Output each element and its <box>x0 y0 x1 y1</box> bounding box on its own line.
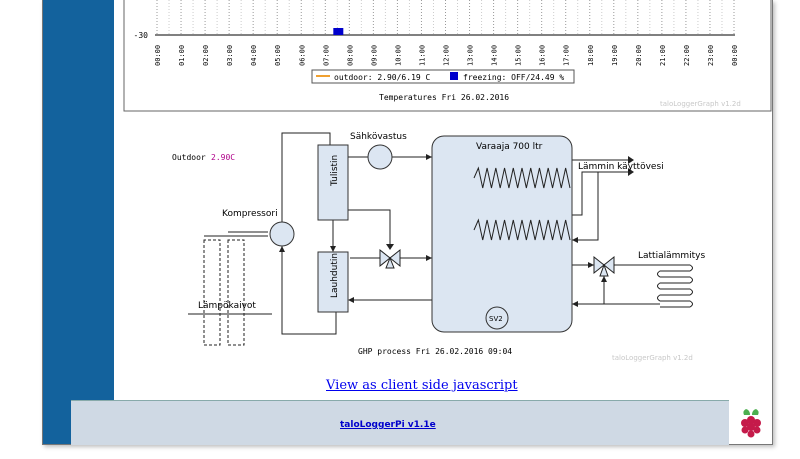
compressor-label: Kompressori <box>222 209 278 219</box>
x-tick-label: 17:00 <box>563 45 571 66</box>
outdoor-label: Outdoor <box>172 153 206 162</box>
x-tick-label: 20:00 <box>635 45 643 66</box>
process-watermark: taloLoggerGraph v1.2d <box>612 354 693 362</box>
x-tick-label: 02:00 <box>202 45 210 66</box>
legend-freezing-label: freezing: OFF/24.49 % <box>463 73 564 82</box>
x-tick-label: 00:00 <box>154 45 162 66</box>
x-tick-label: 10:00 <box>394 45 402 66</box>
x-tick-label: 23:00 <box>707 45 715 66</box>
outdoor-value: 2.90C <box>211 153 235 162</box>
condenser-label: Lauhdutin <box>330 253 340 298</box>
chart-watermark: taloLoggerGraph v1.2d <box>660 100 741 108</box>
legend-outdoor-label: outdoor: 2.90/6.19 C <box>334 73 431 82</box>
client-js-link[interactable]: View as client side javascript <box>326 378 518 393</box>
floor-heating-label: Lattialämmitys <box>638 251 706 261</box>
legend-freezing-marker <box>450 72 458 80</box>
floor-valve-icon <box>593 255 615 277</box>
sv2-label: SV2 <box>489 315 503 323</box>
footer-version-link[interactable]: taloLoggerPi v1.1e <box>340 420 436 430</box>
x-tick-label: 03:00 <box>226 45 234 66</box>
raspberry-pi-logo <box>741 409 761 438</box>
y-tick-label: -30 <box>134 31 149 40</box>
three-way-valve-icon <box>379 248 401 269</box>
ghp-process-diagram: Outdoor 2.90C Sähkövastus Varaaja 700 lt… <box>172 132 706 362</box>
superheater-box <box>317 144 349 221</box>
pipes <box>188 132 660 346</box>
x-tick-label: 08:00 <box>346 45 354 66</box>
condenser-box <box>317 251 349 313</box>
chart-caption: Temperatures Fri 26.02.2016 <box>379 93 509 102</box>
well-label: Lämpökaivot <box>198 301 256 311</box>
legend-box <box>311 69 575 84</box>
x-tick-label: 19:00 <box>611 45 619 66</box>
floor-heating-coil <box>657 264 693 308</box>
x-tick-label: 18:00 <box>587 45 595 66</box>
heater-label: Sähkövastus <box>350 132 407 142</box>
x-tick-label: 16:00 <box>539 45 547 66</box>
sv2-sensor-icon <box>485 306 509 330</box>
x-tick-label: 12:00 <box>443 45 451 66</box>
x-tick-label: 13:00 <box>467 45 475 66</box>
superheater-label: Tulistin <box>330 155 340 187</box>
x-tick-labels: 00:00 01:00 02:00 03:00 04:00 05:00 06:00 07:00… <box>154 45 739 66</box>
x-tick-label: 15:00 <box>515 45 523 66</box>
x-tick-label: 07:00 <box>322 45 330 66</box>
x-tick-label: 01:00 <box>178 45 186 66</box>
x-tick-label: 09:00 <box>370 45 378 66</box>
x-tick-label: 05:00 <box>274 45 282 66</box>
hot-water-label: Lämmin käyttövesi <box>578 162 664 172</box>
x-tick-label: 00:00 <box>731 45 739 66</box>
tank-label: Varaaja 700 ltr <box>476 142 543 152</box>
chart-border <box>123 0 772 112</box>
x-tick-label: 21:00 <box>659 45 667 66</box>
x-tick-label: 06:00 <box>298 45 306 66</box>
x-tick-label: 14:00 <box>491 45 499 66</box>
footer <box>71 400 729 445</box>
hot-water-coil <box>473 166 571 189</box>
process-caption: GHP process Fri 26.02.2016 09:04 <box>358 347 512 356</box>
x-tick-label: 11:00 <box>418 45 426 66</box>
electric-heater-icon <box>367 144 393 170</box>
x-tick-label: 04:00 <box>250 45 258 66</box>
compressor-icon <box>269 221 295 247</box>
heating-coil <box>473 218 571 241</box>
freezing-bar <box>333 28 344 35</box>
x-tick-label: 22:00 <box>683 45 691 66</box>
sidebar <box>43 0 114 444</box>
